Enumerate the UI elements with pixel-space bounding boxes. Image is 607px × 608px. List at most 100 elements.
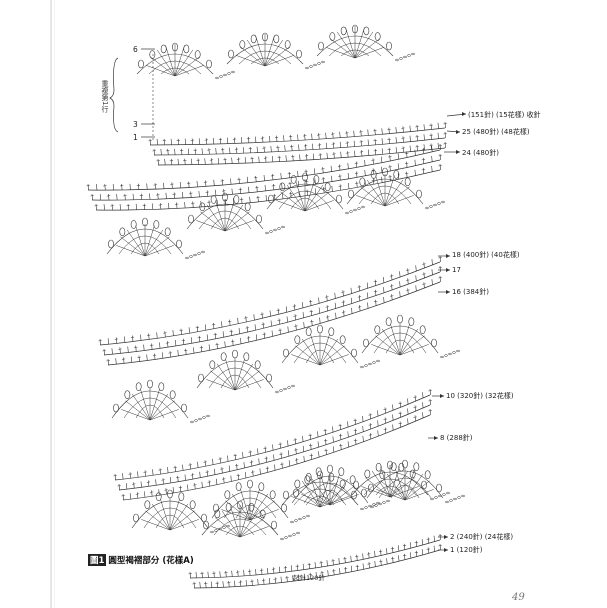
double-crochet-stitch xyxy=(165,192,167,199)
fan-spoke xyxy=(149,400,175,421)
row-arrow-head xyxy=(446,290,450,294)
double-crochet-stitch xyxy=(430,123,432,130)
double-crochet-stitch xyxy=(143,203,146,210)
stitch-crossbar xyxy=(139,194,144,196)
double-crochet-stitch xyxy=(193,347,195,354)
fan-spoke xyxy=(239,517,265,538)
double-crochet-stitch xyxy=(216,342,218,349)
double-crochet-stitch xyxy=(360,140,362,147)
puff-stitch xyxy=(222,192,228,202)
double-crochet-stitch xyxy=(273,193,276,201)
puff-stitch xyxy=(164,227,171,237)
stitch-crossbar xyxy=(310,321,314,323)
double-crochet-stitch xyxy=(237,317,239,324)
double-crochet-stitch xyxy=(245,472,247,479)
stitch-crossbar xyxy=(203,583,208,585)
fan-spoke xyxy=(404,480,430,501)
stitch-crossbar xyxy=(429,144,433,146)
double-crochet-stitch xyxy=(184,158,186,165)
stitch-crossbar xyxy=(354,172,359,174)
double-crochet-stitch xyxy=(230,475,232,482)
stitch-crossbar xyxy=(278,443,282,445)
double-crochet-stitch xyxy=(243,462,245,469)
row-arrow-head xyxy=(434,436,438,440)
double-crochet-stitch xyxy=(304,134,306,141)
double-crochet-stitch xyxy=(256,146,258,153)
puff-stitch xyxy=(279,182,286,192)
double-crochet-stitch xyxy=(290,134,292,141)
puff-stitch xyxy=(235,482,242,491)
stitch-crossbar xyxy=(422,263,426,265)
stitch-crossbar xyxy=(150,491,154,493)
fan-spoke xyxy=(160,499,171,531)
stitch-crossbar xyxy=(239,198,244,200)
stitch-crossbar xyxy=(234,465,239,467)
double-crochet-stitch xyxy=(188,181,190,188)
double-crochet-stitch xyxy=(136,492,139,499)
puff-stitch xyxy=(339,335,346,344)
double-crochet-stitch xyxy=(219,571,221,578)
start-dot xyxy=(152,94,154,96)
double-crochet-stitch xyxy=(431,279,433,286)
double-crochet-stitch xyxy=(399,411,401,418)
stitch-crossbar xyxy=(260,313,264,315)
start-dot xyxy=(152,102,154,104)
double-crochet-stitch xyxy=(354,418,356,425)
chain-stitch xyxy=(376,501,380,505)
fan-spoke xyxy=(329,494,359,506)
double-crochet-stitch xyxy=(287,440,289,447)
stitch-crossbar xyxy=(317,134,321,136)
double-crochet-stitch xyxy=(421,549,424,556)
puff-stitch xyxy=(353,480,359,490)
double-crochet-stitch xyxy=(270,145,272,153)
puff-stitch xyxy=(169,390,176,399)
puff-stitch xyxy=(348,189,354,199)
stitch-crossbar xyxy=(251,471,255,473)
double-crochet-stitch xyxy=(282,192,284,200)
double-crochet-stitch xyxy=(312,143,314,150)
double-crochet-stitch xyxy=(229,319,231,326)
puff-stitch xyxy=(419,325,426,334)
stitch-row-line xyxy=(107,281,441,366)
fan-spoke xyxy=(366,179,386,207)
double-crochet-stitch xyxy=(175,339,177,346)
double-crochet-stitch xyxy=(384,417,386,424)
stitch-crossbar xyxy=(321,178,325,180)
double-crochet-stitch xyxy=(146,354,148,361)
puff-stitch xyxy=(283,490,289,500)
puff-stitch xyxy=(283,348,289,358)
double-crochet-stitch xyxy=(238,157,240,164)
stitch-crossbar xyxy=(259,569,264,571)
fan-spoke xyxy=(389,466,400,498)
double-crochet-stitch xyxy=(409,145,411,152)
double-crochet-stitch xyxy=(248,336,250,343)
double-crochet-stitch xyxy=(115,358,117,365)
double-crochet-stitch xyxy=(295,324,297,331)
double-crochet-stitch xyxy=(258,458,260,465)
fan-spoke xyxy=(375,175,386,207)
stitch-crossbar xyxy=(248,148,252,150)
stitch-crossbar xyxy=(373,130,377,132)
double-crochet-stitch xyxy=(423,282,425,289)
stitch-crossbar xyxy=(205,471,209,473)
double-crochet-stitch xyxy=(284,145,286,152)
fan-spoke xyxy=(311,478,331,506)
stitch-crossbar xyxy=(346,152,350,154)
fan-spoke xyxy=(330,38,356,59)
stitch-crossbar xyxy=(142,204,147,206)
double-crochet-stitch xyxy=(353,130,355,137)
stitch-crossbar xyxy=(222,478,226,480)
double-crochet-stitch xyxy=(331,185,333,192)
stitch-crossbar xyxy=(188,464,192,466)
stitch-crossbar xyxy=(207,201,211,203)
stitch-crossbar xyxy=(213,334,217,336)
puff-stitch xyxy=(199,202,206,212)
double-crochet-stitch xyxy=(231,157,233,164)
chain-stitch xyxy=(277,227,281,230)
page-number: 49 xyxy=(512,592,525,603)
stitch-crossbar xyxy=(261,323,265,325)
double-crochet-stitch xyxy=(272,183,275,191)
stitch-crossbar xyxy=(357,296,362,298)
fan-spoke xyxy=(326,47,356,59)
stitch-crossbar xyxy=(173,467,177,469)
